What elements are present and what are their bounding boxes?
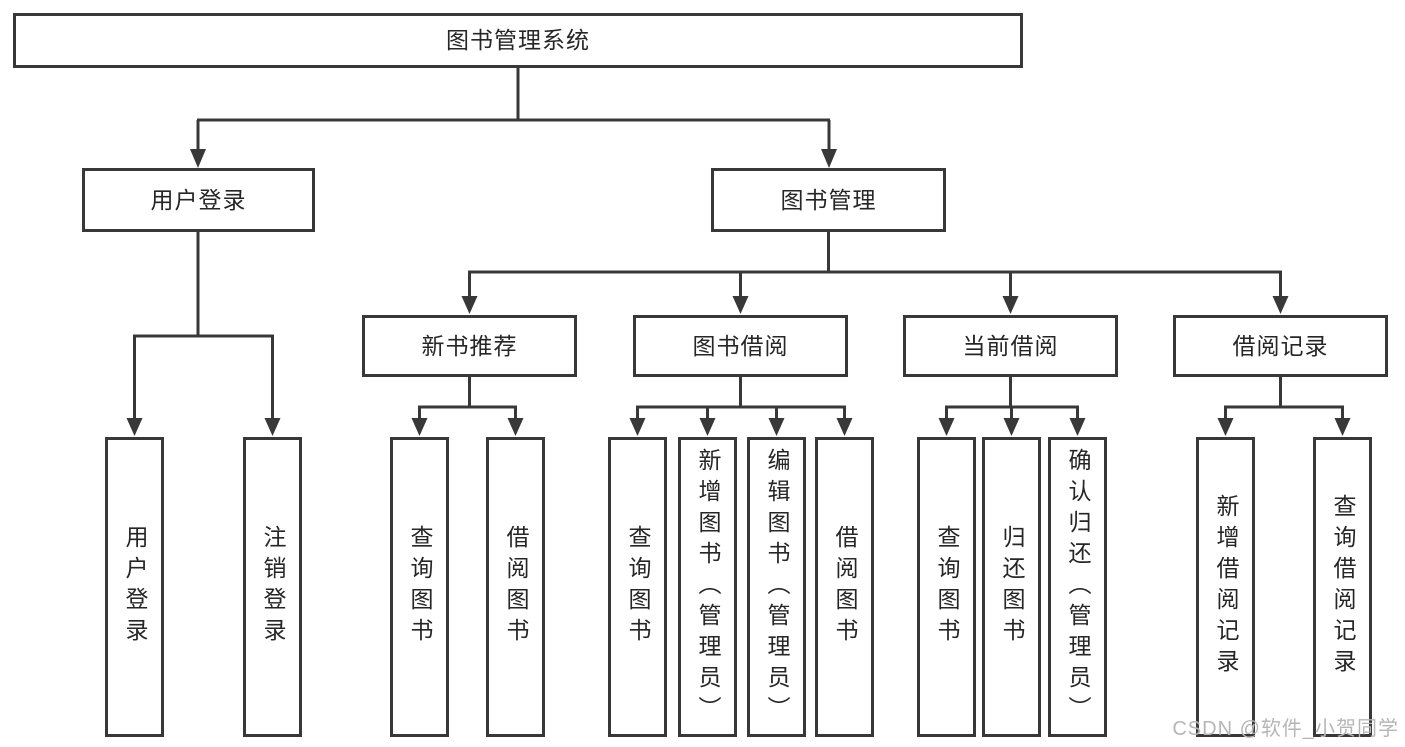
leaf-confirm-return-admin: 确认归还（管理员） xyxy=(1048,437,1107,737)
node-label: 用户登录 xyxy=(150,186,247,213)
node-label: 借阅图书 xyxy=(832,525,858,649)
node-label: 新增借阅记录 xyxy=(1213,494,1239,680)
leaf-query-books: 查询图书 xyxy=(390,437,449,737)
leaf-return-books: 归还图书 xyxy=(982,437,1041,737)
node-label: 新增图书（管理员） xyxy=(695,447,721,727)
node-label: 图书管理 xyxy=(780,186,877,213)
node-label: 借阅记录 xyxy=(1232,332,1329,359)
leaf-user-login: 用户登录 xyxy=(105,437,164,737)
node-label: 查询借阅记录 xyxy=(1330,494,1356,680)
node-label: 用户登录 xyxy=(122,525,148,649)
node-book-borrowing: 图书借阅 xyxy=(633,315,848,377)
leaf-borrow-books: 借阅图书 xyxy=(486,437,545,737)
node-user-login: 用户登录 xyxy=(82,168,315,232)
leaf-add-books-admin: 新增图书（管理员） xyxy=(678,437,737,737)
node-current-borrowing: 当前借阅 xyxy=(903,315,1118,377)
node-label: 借阅图书 xyxy=(503,525,529,649)
leaf-logout: 注销登录 xyxy=(243,437,302,737)
leaf-query-books: 查询图书 xyxy=(608,437,667,737)
node-label: 图书管理系统 xyxy=(446,27,590,53)
node-label: 确认归还（管理员） xyxy=(1065,447,1091,727)
node-label: 新书推荐 xyxy=(421,332,518,359)
node-label: 查询图书 xyxy=(625,525,651,649)
node-new-book-recommendation: 新书推荐 xyxy=(362,315,577,377)
node-label: 归还图书 xyxy=(999,525,1025,649)
node-label: 编辑图书（管理员） xyxy=(764,447,790,727)
watermark: CSDN @软件_小贺同学 xyxy=(1172,718,1399,740)
leaf-edit-books-admin: 编辑图书（管理员） xyxy=(747,437,806,737)
leaf-query-books: 查询图书 xyxy=(917,437,976,737)
node-label: 当前借阅 xyxy=(962,332,1059,359)
node-borrowing-records: 借阅记录 xyxy=(1173,315,1388,377)
node-library-management-system: 图书管理系统 xyxy=(13,13,1023,68)
leaf-add-borrow-record: 新增借阅记录 xyxy=(1196,437,1255,737)
node-book-management: 图书管理 xyxy=(711,168,946,232)
leaf-borrow-books: 借阅图书 xyxy=(815,437,874,737)
node-label: 查询图书 xyxy=(407,525,433,649)
node-label: 查询图书 xyxy=(934,525,960,649)
node-label: 图书借阅 xyxy=(692,332,789,359)
leaf-query-borrow-record: 查询借阅记录 xyxy=(1313,437,1372,737)
node-label: 注销登录 xyxy=(260,525,286,649)
